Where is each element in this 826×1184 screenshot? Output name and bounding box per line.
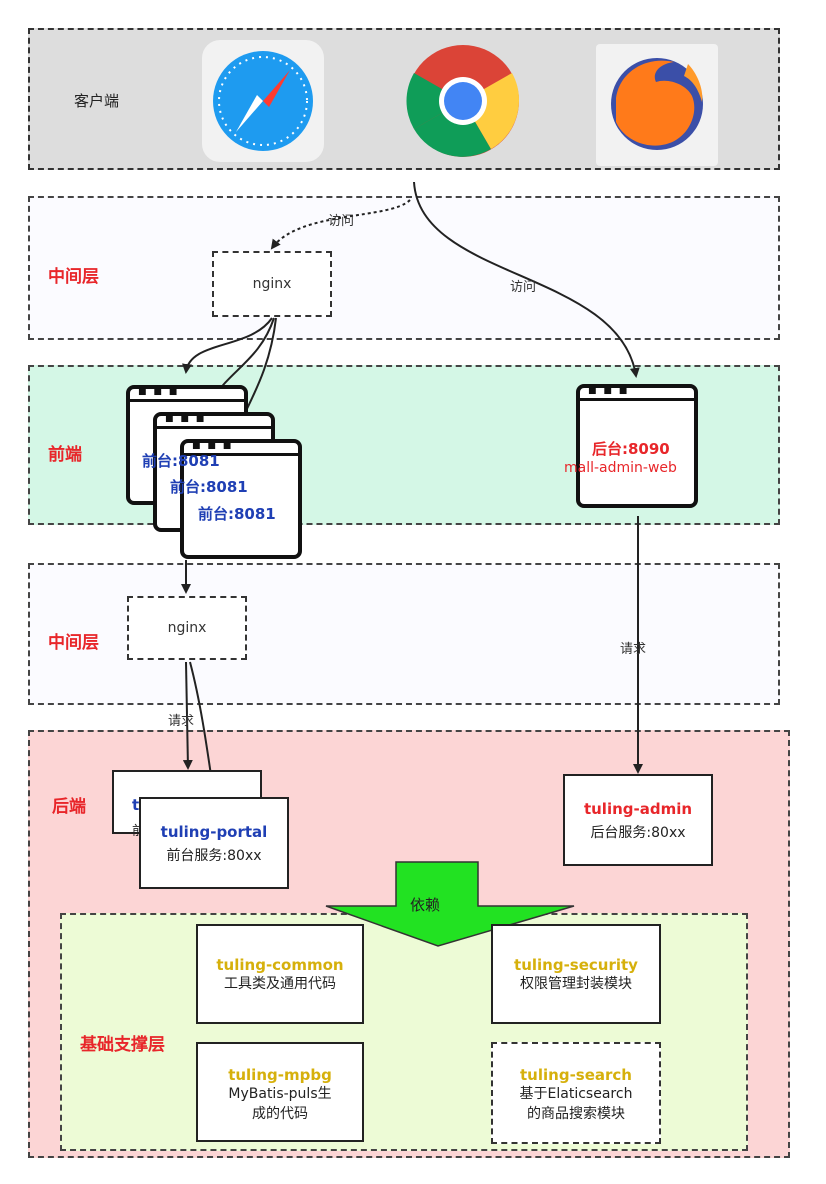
admin-service-title: tuling-admin (583, 800, 693, 818)
admin-service: tuling-admin 后台服务:80xx (563, 774, 713, 866)
nginx-bottom: nginx (127, 596, 247, 660)
portal-service: tuling-portal 前台服务:80xx (139, 797, 289, 889)
admin-service-desc: 后台服务:80xx (590, 825, 686, 841)
mpbg-module-desc-2: 成的代码 (252, 1106, 308, 1122)
portal-window-1-label: 前台:8081 (142, 452, 220, 470)
client-layer-label: 客户端 (74, 92, 120, 110)
mpbg-module: tuling-mpbg MyBatis-puls生 成的代码 (196, 1042, 364, 1142)
common-module-desc: 工具类及通用代码 (224, 976, 336, 992)
search-module: tuling-search 基于Elaticsearch 的商品搜索模块 (491, 1042, 661, 1144)
security-module-title: tuling-security (514, 956, 638, 974)
admin-window: ■ ■ ■ (576, 384, 698, 508)
frontend-label: 前端 (48, 445, 82, 465)
security-module: tuling-security 权限管理封装模块 (491, 924, 661, 1024)
mpbg-module-desc-1: MyBatis-puls生 (228, 1086, 332, 1102)
portal-window-2-label: 前台:8081 (170, 478, 248, 496)
backend-label: 后端 (52, 797, 86, 817)
portal-service-desc: 前台服务:80xx (166, 848, 262, 864)
search-module-desc-2: 的商品搜索模块 (527, 1106, 625, 1122)
security-module-desc: 权限管理封装模块 (520, 976, 632, 992)
admin-window-subtitle: mall-admin-web (564, 460, 677, 476)
portal-service-title: tuling-portal (160, 823, 268, 841)
middle-bottom-label: 中间层 (48, 633, 99, 653)
safari-icon (202, 40, 324, 162)
middle-layer-top (28, 196, 780, 340)
visit-label-left: 访问 (328, 214, 355, 229)
common-module: tuling-common 工具类及通用代码 (196, 924, 364, 1024)
firefox-icon (596, 44, 718, 166)
base-layer-label: 基础支撑层 (80, 1035, 165, 1055)
portal-window-3: ■ ■ ■ (180, 439, 302, 559)
portal-window-3-label: 前台:8081 (198, 505, 276, 523)
middle-top-label: 中间层 (48, 267, 99, 287)
common-module-title: tuling-common (216, 956, 344, 974)
depend-label: 依赖 (410, 896, 441, 914)
mpbg-module-title: tuling-mpbg (228, 1066, 332, 1084)
chrome-icon (402, 40, 524, 162)
search-module-title: tuling-search (520, 1066, 632, 1084)
request-label-left: 请求 (168, 714, 195, 729)
visit-label-right: 访问 (510, 280, 537, 295)
nginx-top-label: nginx (252, 276, 292, 292)
request-label-right: 请求 (620, 642, 647, 657)
search-module-desc-1: 基于Elaticsearch (519, 1086, 633, 1102)
nginx-bottom-label: nginx (167, 620, 207, 636)
admin-window-title: 后台:8090 (592, 440, 670, 458)
nginx-top: nginx (212, 251, 332, 317)
